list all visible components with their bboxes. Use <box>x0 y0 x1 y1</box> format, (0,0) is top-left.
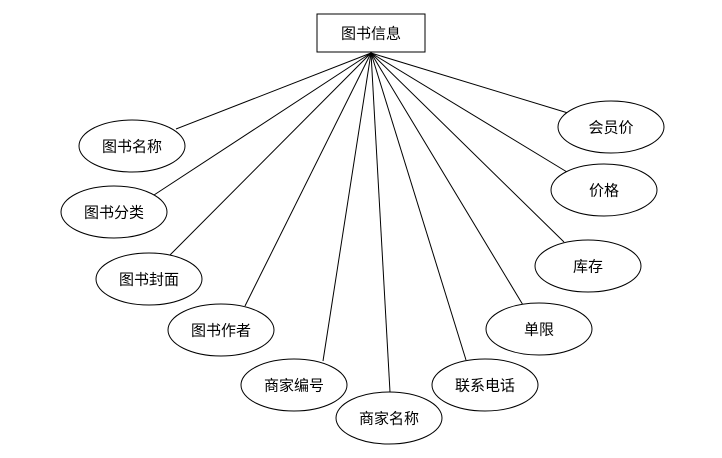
attribute-ellipse <box>95 252 203 306</box>
attribute-label: 商家名称 <box>359 410 419 428</box>
attribute-node: 价格 <box>550 163 658 217</box>
connector-line <box>370 52 391 393</box>
attribute-label: 会员价 <box>588 119 633 137</box>
connector-line <box>370 52 467 361</box>
attribute-node: 会员价 <box>557 100 665 154</box>
attribute-node: 商家编号 <box>240 358 348 412</box>
attribute-label: 图书封面 <box>119 271 179 289</box>
entity-box <box>316 13 426 53</box>
attribute-ellipse <box>167 303 275 357</box>
attribute-node: 图书分类 <box>60 185 168 239</box>
connector-line <box>153 52 372 196</box>
connector-line <box>244 52 372 307</box>
connector-line <box>169 52 372 256</box>
connector-line <box>370 52 568 173</box>
entity-label: 图书信息 <box>341 25 401 43</box>
attribute-ellipse <box>78 119 186 173</box>
attribute-ellipse <box>485 302 593 356</box>
attribute-label: 价格 <box>589 182 619 200</box>
attribute-node: 库存 <box>534 239 642 293</box>
attribute-node: 商家名称 <box>335 391 443 445</box>
attribute-node: 联系电话 <box>431 358 539 412</box>
attribute-label: 库存 <box>573 258 603 276</box>
attribute-label: 图书作者 <box>191 322 251 340</box>
attribute-ellipse <box>550 163 658 217</box>
attribute-ellipse <box>431 358 539 412</box>
attribute-ellipse <box>557 100 665 154</box>
attribute-label: 联系电话 <box>455 377 515 395</box>
connector-line <box>370 52 565 243</box>
connector-line <box>322 52 372 362</box>
entity-node: 图书信息 <box>316 13 426 53</box>
attribute-node: 图书封面 <box>95 252 203 306</box>
connector-line <box>175 52 372 130</box>
attribute-ellipse <box>240 358 348 412</box>
connector-line <box>370 52 524 306</box>
attribute-label: 单限 <box>524 321 554 339</box>
attribute-ellipse <box>534 239 642 293</box>
connector-line <box>370 52 569 114</box>
attribute-label: 图书分类 <box>84 204 144 222</box>
attribute-node: 图书作者 <box>167 303 275 357</box>
attribute-ellipse <box>60 185 168 239</box>
attribute-node: 图书名称 <box>78 119 186 173</box>
attribute-node: 单限 <box>485 302 593 356</box>
attribute-label: 图书名称 <box>102 138 162 156</box>
attribute-ellipse <box>335 391 443 445</box>
connector-lines <box>153 52 569 393</box>
attribute-label: 商家编号 <box>264 377 324 395</box>
